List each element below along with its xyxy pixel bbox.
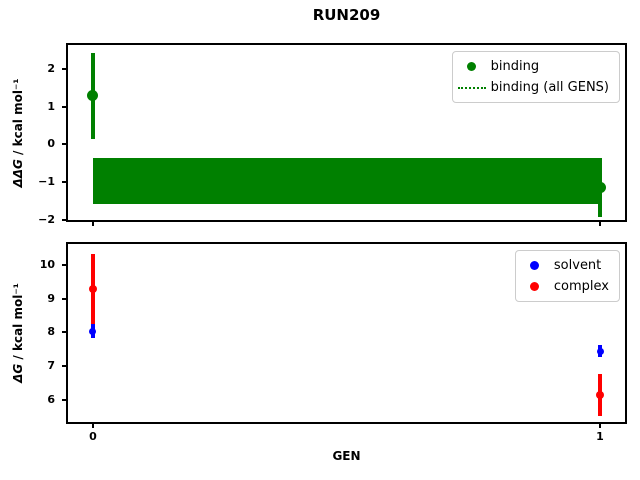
legend-entry: solvent [516,255,609,276]
y-tick-label: 7 [47,359,55,373]
ylabel-unit: / kcal mol⁻¹ [11,77,25,159]
legend-entry-label: complex [553,279,609,294]
axes-panel-0: ΔΔG / kcal mol⁻¹ 2 1 0 −1 −2 binding binding (… [11,43,627,226]
legend-marker-glyph [457,86,486,89]
x-tick [91,424,94,428]
legend-entry-label: binding (all GENS) [490,80,609,95]
solvent-point [596,347,604,355]
legend: binding binding (all GENS) [451,51,620,103]
y-tick [62,263,66,266]
legend-entry-label: binding [490,59,540,74]
y-tick-label: 9 [47,291,55,305]
y-axis-label-top: ΔΔG / kcal mol⁻¹ [11,78,25,187]
solvent-point [89,327,97,335]
y-tick-label: 2 [47,61,55,75]
complex-point [88,285,97,294]
x-tick [599,424,601,428]
legend-marker-glyph [530,261,540,270]
y-tick-label: 10 [39,257,55,271]
ylabel-math: ΔΔG [11,158,25,188]
y-tick [62,331,66,334]
y-tick [62,67,66,70]
legend-entry-label: solvent [553,258,602,273]
y-axis-label-bottom: ΔG / kcal mol⁻¹ [11,283,25,383]
y-tick-label: 1 [47,99,55,113]
legend: solvent complex [514,250,620,302]
legend-entry: complex [516,276,609,297]
legend-dot-icon [516,261,554,270]
y-tick [62,297,66,300]
y-tick [62,181,66,184]
y-tick [62,219,66,221]
y-tick [62,365,66,368]
complex-point [596,391,604,400]
legend-marker-glyph [467,62,477,71]
binding-point [594,181,606,193]
chart-title: RUN209 [312,6,381,24]
y-tick [62,105,66,108]
legend-marker-glyph [530,282,540,291]
y-tick-label: 8 [47,325,55,339]
y-tick-label: −2 [38,213,55,226]
y-tick [62,399,66,402]
y-tick-label: 6 [47,393,55,407]
legend-entry: binding [453,56,609,77]
confidence-band [92,158,600,204]
x-axis-label: GEN [332,449,361,463]
y-tick [62,143,66,146]
legend-dot-icon [453,62,491,71]
x-tick-label: 0 [89,430,97,443]
y-tick-label: 0 [47,137,55,151]
y-tick-label: −1 [38,175,55,189]
ylabel-unit: / kcal mol⁻¹ [11,283,25,364]
binding-point [87,90,99,102]
axes-panel-1: ΔG / kcal mol⁻¹ 10 9 8 7 6 0 1 solvent complex [11,242,627,443]
legend-dot-icon [516,282,554,291]
ylabel-math: ΔG [11,363,25,383]
x-tick-label: 1 [596,430,604,443]
x-tick [91,222,94,226]
legend-entry: binding (all GENS) [453,77,609,98]
legend-dotted-line-icon [453,86,491,89]
x-tick [599,222,601,226]
